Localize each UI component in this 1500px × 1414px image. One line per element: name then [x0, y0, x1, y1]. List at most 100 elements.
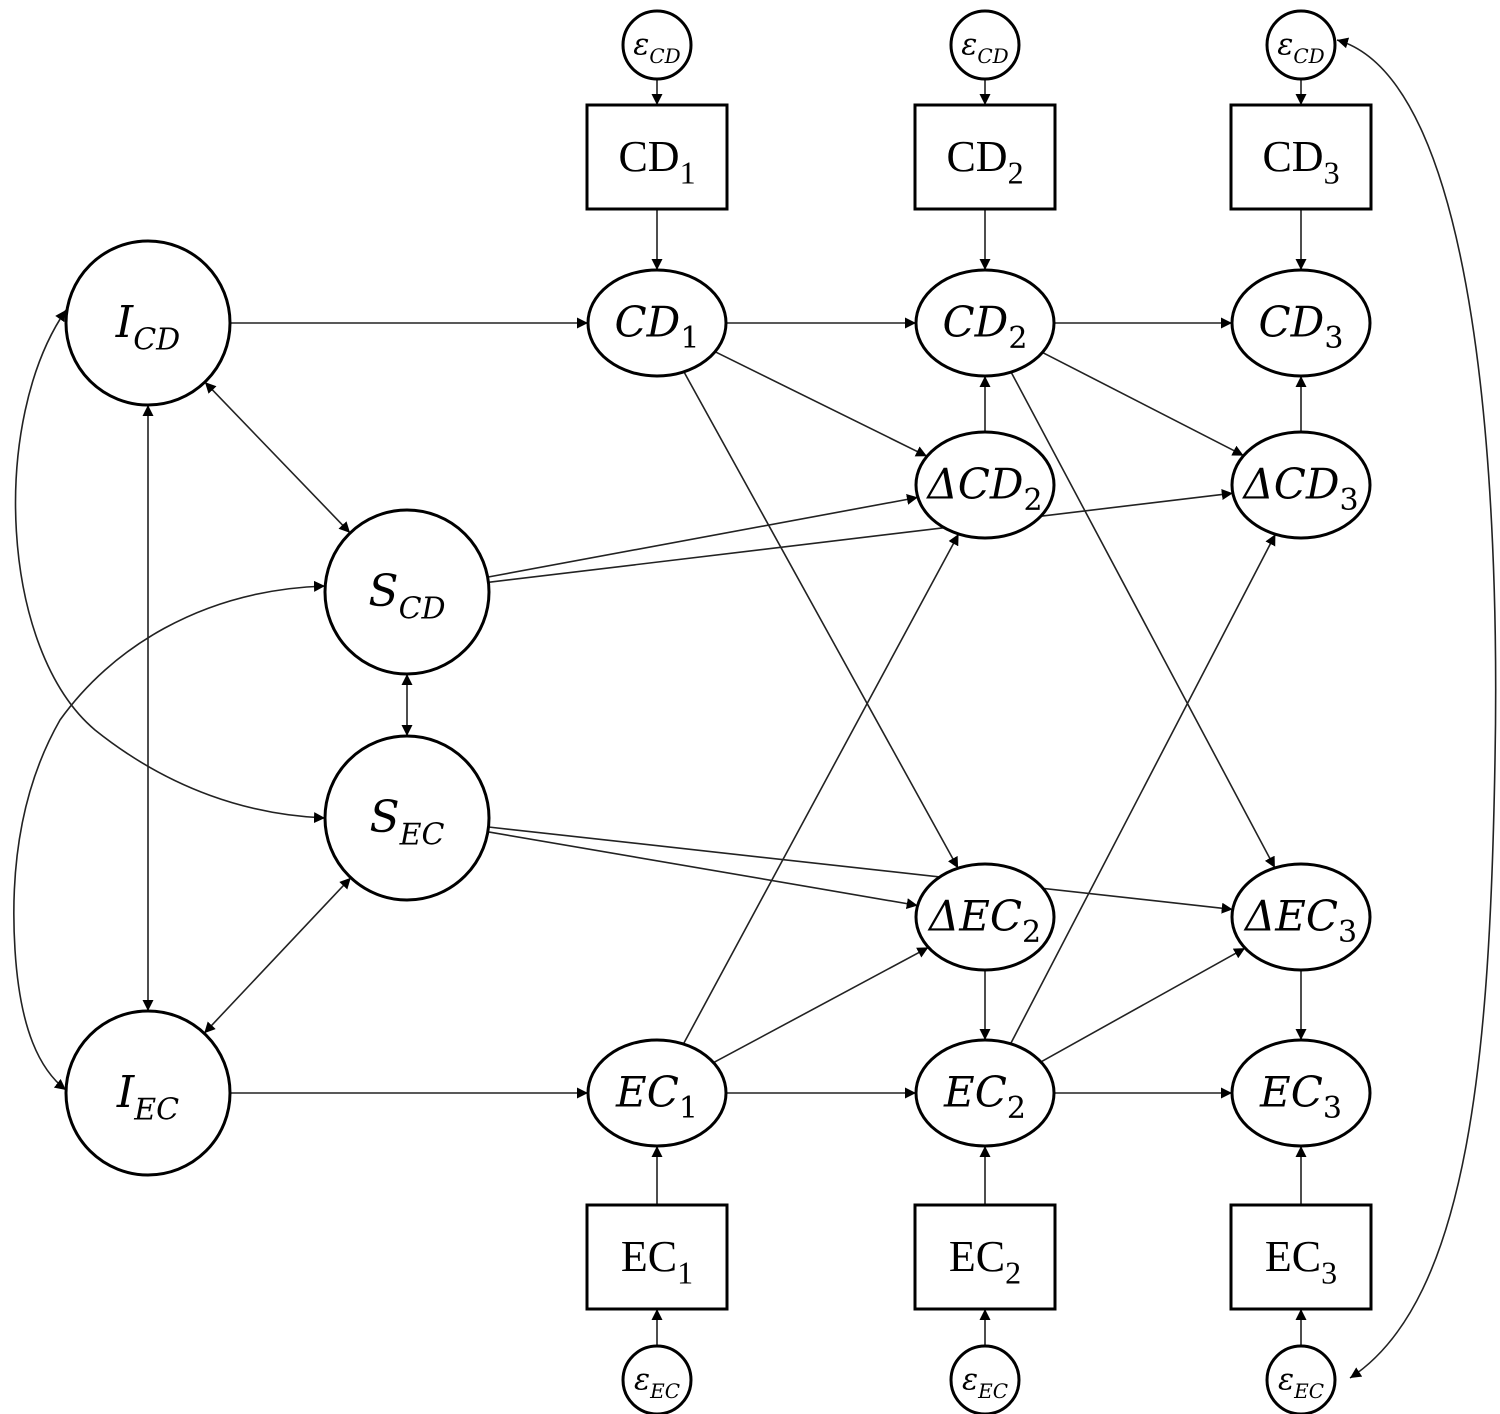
latent-variable-ellipse [1230, 268, 1372, 378]
observed-variable-box [585, 1203, 729, 1311]
latent-variable-ellipse [914, 1038, 1056, 1148]
node-dcd3: ΔCD3 [1230, 430, 1372, 540]
covariance-arrow-eps_cd3-to-eps_ec3 [1336, 37, 1497, 1379]
observed-variable-box [1229, 103, 1373, 211]
path-arrow-s_ec-to-dec3 [488, 826, 1233, 914]
covariance-arrow-s_cd-to-i_ec [13, 580, 326, 1091]
latent-variable-ellipse [1230, 1038, 1372, 1148]
node-label: ΔEC2 [927, 891, 1041, 950]
latent-factor-circle [323, 734, 491, 902]
path-arrow-s_cd-to-dcd2 [487, 493, 919, 578]
node-eps-ec2: εEC [949, 1344, 1021, 1414]
label-subscript: CD [399, 591, 446, 626]
covariance-arrow-i_cd-to-s_cd [204, 381, 351, 534]
node-label: εCD [1277, 28, 1324, 68]
label-subscript: 3 [1340, 483, 1359, 518]
label-main: EC [949, 1232, 1005, 1281]
node-label: CD2 [943, 297, 1028, 356]
error-term-circle [621, 1344, 693, 1414]
label-main: EC [1259, 1067, 1323, 1116]
label-main: CD [946, 132, 1007, 181]
label-subscript: CD [977, 44, 1008, 68]
latent-factor-circle [323, 508, 491, 676]
label-subscript: 1 [679, 1091, 698, 1126]
node-label: SCD [368, 566, 445, 626]
latent-variable-ellipse [914, 862, 1056, 972]
node-label: CD1 [615, 297, 700, 356]
node-obs-cd3: CD3 [1229, 103, 1373, 211]
label-main: CD [943, 297, 1009, 346]
latent-variable-ellipse [914, 268, 1056, 378]
latent-variable-ellipse [586, 1038, 728, 1148]
label-subscript: 2 [1008, 321, 1027, 356]
node-s-cd: SCD [323, 508, 491, 676]
latent-variable-ellipse [1230, 430, 1372, 540]
path-arrow-lat_ec2-to-dcd3 [1009, 533, 1277, 1045]
label-subscript: 1 [680, 321, 699, 356]
node-label: EC1 [615, 1067, 698, 1126]
label-subscript: 3 [1338, 915, 1357, 950]
node-dec3: ΔEC3 [1230, 862, 1372, 972]
path-arrow-lat_ec1-to-dcd2 [682, 533, 960, 1045]
label-main: ΔCD [1241, 459, 1339, 508]
node-label: SEC [369, 792, 444, 852]
label-main: ΔCD [925, 459, 1023, 508]
node-label: EC2 [943, 1067, 1026, 1126]
label-main: ε [961, 28, 977, 63]
label-subscript: EC [1293, 1379, 1324, 1403]
label-main: EC [943, 1067, 1007, 1116]
node-label: ΔCD2 [925, 459, 1042, 518]
node-s-ec: SEC [323, 734, 491, 902]
label-main: S [368, 566, 398, 617]
node-label: εCD [961, 28, 1008, 68]
node-obs-cd1: CD1 [585, 103, 729, 211]
label-subscript: 1 [680, 154, 696, 190]
node-label: IEC [116, 1067, 179, 1127]
node-i-cd: ICD [64, 239, 232, 407]
path-arrow-s_ec-to-dec2 [487, 831, 918, 910]
label-subscript: 1 [677, 1254, 693, 1290]
node-dcd2: ΔCD2 [914, 430, 1056, 540]
latent-factor-circle [64, 1009, 232, 1177]
node-label: εEC [962, 1363, 1008, 1403]
observed-variable-box [1229, 1203, 1373, 1311]
node-label: ΔEC3 [1243, 891, 1357, 950]
latent-variable-ellipse [1230, 862, 1372, 972]
label-main: I [115, 297, 135, 348]
label-main: EC [1265, 1232, 1321, 1281]
label-subscript: EC [977, 1379, 1008, 1403]
node-label: CD2 [946, 132, 1023, 190]
node-lat-ec3: EC3 [1230, 1038, 1372, 1148]
node-obs-cd2: CD2 [913, 103, 1057, 211]
node-label: EC3 [1265, 1232, 1337, 1290]
label-main: ΔEC [927, 891, 1022, 940]
node-lat-ec2: EC2 [914, 1038, 1056, 1148]
label-subscript: 3 [1324, 154, 1340, 190]
node-label: εCD [633, 28, 680, 68]
latent-factor-circle [64, 239, 232, 407]
node-obs-ec2: EC2 [913, 1203, 1057, 1311]
path-arrow-lat_cd2-to-dec3 [1010, 371, 1276, 869]
label-main: EC [621, 1232, 677, 1281]
label-subscript: 2 [1024, 483, 1043, 518]
label-subscript: EC [649, 1379, 680, 1403]
node-label: EC2 [949, 1232, 1021, 1290]
path-arrow-lat_cd2-to-dcd3 [1042, 351, 1244, 457]
observed-variable-box [913, 103, 1057, 211]
node-label: CD3 [1262, 132, 1339, 190]
node-lat-cd3: CD3 [1230, 268, 1372, 378]
label-main: EC [615, 1067, 679, 1116]
node-dec2: ΔEC2 [914, 862, 1056, 972]
label-main: I [116, 1067, 136, 1118]
node-label: ΔCD3 [1241, 459, 1358, 518]
node-i-ec: IEC [64, 1009, 232, 1177]
node-eps-ec3: εEC [1265, 1344, 1337, 1414]
error-term-circle [1265, 9, 1337, 81]
label-main: CD [615, 297, 681, 346]
label-main: ε [633, 28, 649, 63]
label-main: CD [618, 132, 679, 181]
label-main: CD [1262, 132, 1323, 181]
node-label: CD3 [1259, 297, 1344, 356]
label-main: ε [962, 1363, 978, 1398]
node-lat-ec1: EC1 [586, 1038, 728, 1148]
